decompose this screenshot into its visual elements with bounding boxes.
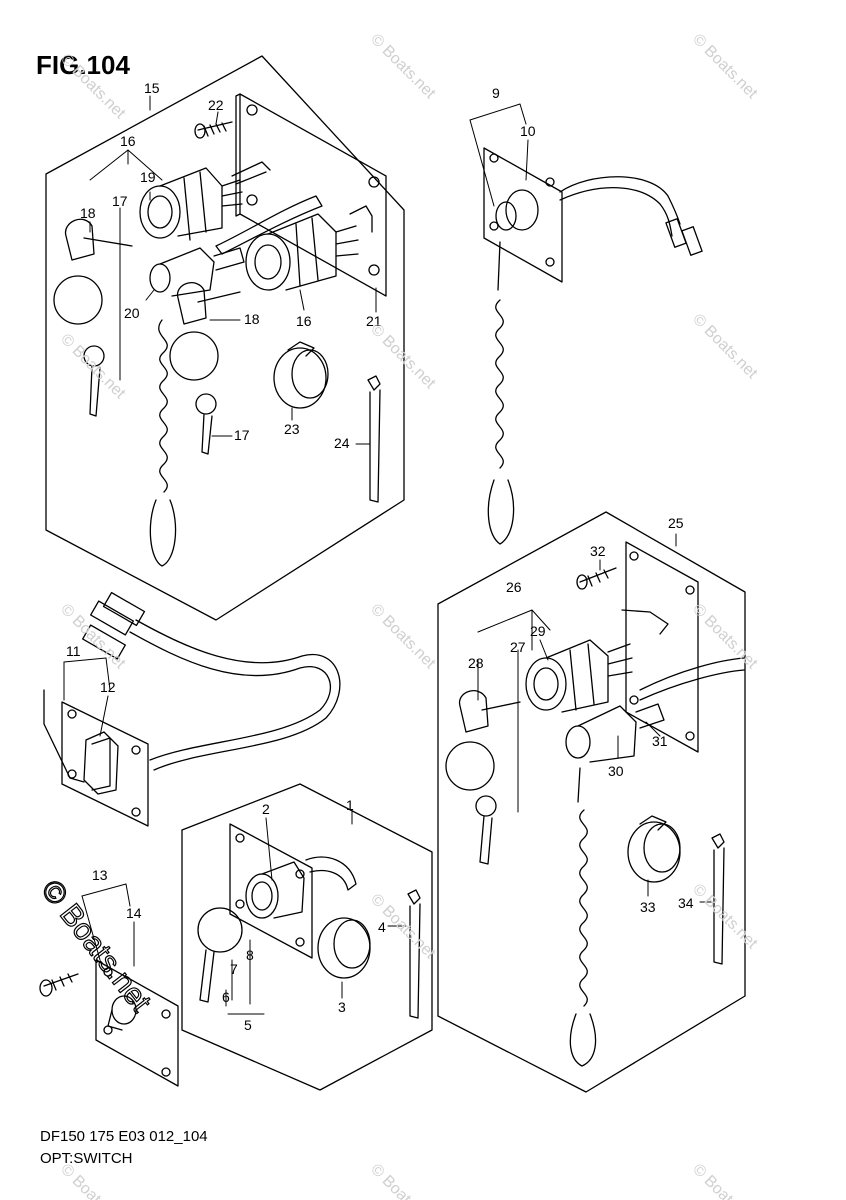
plate-9 [483,147,563,283]
callout-labels: 15 22 16 19 17 18 20 18 16 21 23 17 24 9… [66,80,694,1033]
callout-14: 14 [126,905,142,921]
cap-33 [627,815,681,883]
stop-switch-20 [149,247,245,297]
group-frame-1 [181,783,433,1091]
callout-10: 10 [520,123,536,139]
callout-8: 8 [246,947,254,963]
cable-11 [82,591,341,771]
watermark-3: © Boats.net [689,31,761,103]
callout-19: 19 [140,169,156,185]
key-18-right [169,282,241,455]
callout-25: 25 [668,515,684,531]
callout-17-b: 17 [234,427,250,443]
cable-tie-24 [367,375,381,503]
lanyard-coil-15 [149,319,177,567]
callout-28: 28 [468,655,484,671]
figure-code: DF150 175 E03 012_104 [40,1128,208,1145]
watermark-14: © Boats.net [689,1161,761,1200]
plate-21 [235,93,387,297]
callout-18-b: 18 [244,311,260,327]
screw-32 [576,567,617,590]
cable-25 [639,657,745,701]
watermark-11: © Boats.net [689,881,761,953]
screw-13 [39,973,79,997]
watermark-5: © Boats.net [367,321,439,393]
watermark-4: © Boats.net [57,331,129,403]
watermark-8: © Boats.net [367,601,439,673]
callout-26: 26 [506,579,522,595]
watermark-1: © Boats.net [57,51,129,123]
watermarks: © Boats.net © Boats.net © Boats.net © Bo… [34,31,761,1200]
callout-5: 5 [244,1017,252,1033]
callout-16-b: 16 [296,313,312,329]
callout-12: 12 [100,679,116,695]
cable-9 [559,176,681,237]
plate-12-lever [43,689,85,783]
callout-13: 13 [92,867,108,883]
key-switch-1 [245,856,357,919]
cable-tie-4 [407,889,421,1019]
callout-34: 34 [678,895,694,911]
callout-4: 4 [378,919,386,935]
callout-22: 22 [208,97,224,113]
watermark-9: © Boats.net [689,601,761,673]
key-switch-lower [245,205,373,291]
callout-18-a: 18 [80,205,96,221]
watermark-2: © Boats.net [367,31,439,103]
cable-tie-34 [711,833,725,965]
callout-11: 11 [66,643,81,659]
callout-17-a: 17 [112,193,128,209]
plate-31 [625,541,699,753]
callout-3: 3 [338,999,346,1015]
stop-switch-30 [565,703,665,763]
key-28 [445,690,521,865]
callout-1: 1 [346,797,354,813]
callout-6: 6 [222,989,230,1005]
plate-2 [229,823,313,959]
screw-22 [194,121,233,139]
watermark-6: © Boats.net [689,311,761,383]
callout-21: 21 [366,313,382,329]
figure-name: OPT:SWITCH [40,1150,133,1167]
cable-15 [215,195,323,255]
callout-30: 30 [608,763,624,779]
key-switch-upper [139,161,271,241]
callout-24: 24 [334,435,350,451]
plate-14 [95,959,179,1087]
callout-32: 32 [590,543,606,559]
group-frame-15 [45,55,405,621]
key-18-left [53,218,133,417]
watermark-13: © Boats.net [367,1161,439,1200]
group-frame-25 [437,511,746,1093]
cap-23 [273,341,329,409]
figure-title: FIG.104 [36,50,130,80]
leader-lines [63,95,713,1015]
callout-16-a: 16 [120,133,136,149]
lanyard-coil-9 [487,241,515,545]
lanyard-coil-25 [569,767,597,1067]
callout-29: 29 [530,623,546,639]
cap-3 [317,917,371,979]
key-1 [197,907,243,1003]
callout-20: 20 [124,305,140,321]
callout-33: 33 [640,899,656,915]
callout-2: 2 [262,801,270,817]
callout-27: 27 [510,639,526,655]
callout-23: 23 [284,421,300,437]
callout-9: 9 [492,85,500,101]
connector-9b [681,226,703,256]
callout-15: 15 [144,80,160,96]
key-switch-29 [525,609,669,713]
callout-31: 31 [652,733,668,749]
callout-7: 7 [230,961,238,977]
plate-12 [61,701,149,827]
